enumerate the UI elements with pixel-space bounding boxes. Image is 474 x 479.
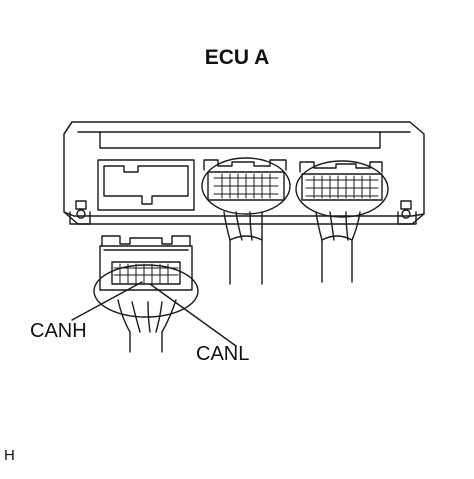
mounting-screw-right xyxy=(401,201,411,218)
ecu-socket-empty xyxy=(98,160,194,210)
canl-leader-line xyxy=(150,284,236,346)
canh-leader-line xyxy=(72,282,142,320)
mounting-screw-left xyxy=(76,201,86,218)
middle-connector xyxy=(202,158,290,284)
canh-label: CANH xyxy=(30,320,87,342)
canl-label: CANL xyxy=(196,343,250,365)
ecu-title: ECU A xyxy=(204,46,270,69)
right-connector xyxy=(296,161,388,282)
detached-connector xyxy=(94,236,198,352)
figure-code: H xyxy=(4,447,15,464)
ecu-housing xyxy=(64,122,424,224)
